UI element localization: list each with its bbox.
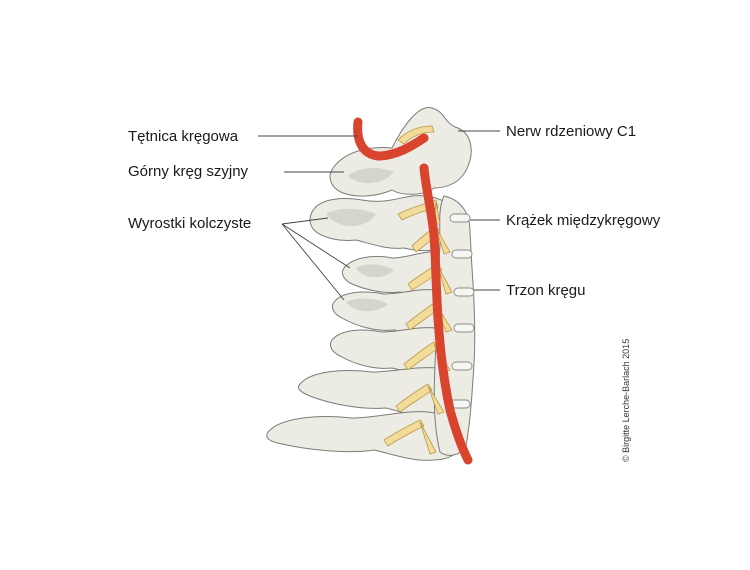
spinal-nerve-c1-label: Nerw rdzeniowy C1 <box>506 123 636 140</box>
upper-cervical-vertebra-label: Górny kręg szyjny <box>128 163 249 180</box>
label-vertebral-artery: Tętnica kręgowa <box>128 128 358 145</box>
disc <box>449 213 471 223</box>
leader-line <box>281 217 329 225</box>
vertebral-artery-label: Tętnica kręgowa <box>128 128 239 145</box>
spinal-nerve <box>395 383 445 415</box>
label-spinous-processes: Wyrostki kolczyste <box>128 215 351 301</box>
intervertebral-discs <box>449 213 475 409</box>
leader-line <box>281 223 345 301</box>
vertebral-body-label: Trzon kręgu <box>506 282 585 299</box>
vertebral-artery-lower <box>419 163 473 465</box>
spinous-processes-label: Wyrostki kolczyste <box>128 215 251 232</box>
vertebral-artery <box>353 117 429 161</box>
spinal-nerve <box>407 263 453 295</box>
label-upper-cervical-vertebra: Górny kręg szyjny <box>128 163 344 180</box>
spinal-nerve <box>383 419 437 455</box>
intervertebral-disc-label: Krążek międzykręgowy <box>506 212 661 229</box>
disc <box>451 361 473 371</box>
copyright-credit: © Birgitte Lerche-Barlach 2015 <box>621 339 631 462</box>
label-vertebral-body: Trzon kręgu <box>474 282 585 299</box>
disc <box>453 323 475 333</box>
spinal-nerve-c1 <box>397 125 435 145</box>
leader-line <box>281 223 351 269</box>
disc <box>453 287 475 297</box>
disc <box>451 249 473 259</box>
label-spinal-nerve-c1: Nerw rdzeniowy C1 <box>458 123 636 140</box>
label-intervertebral-disc: Krążek międzykręgowy <box>470 212 661 229</box>
